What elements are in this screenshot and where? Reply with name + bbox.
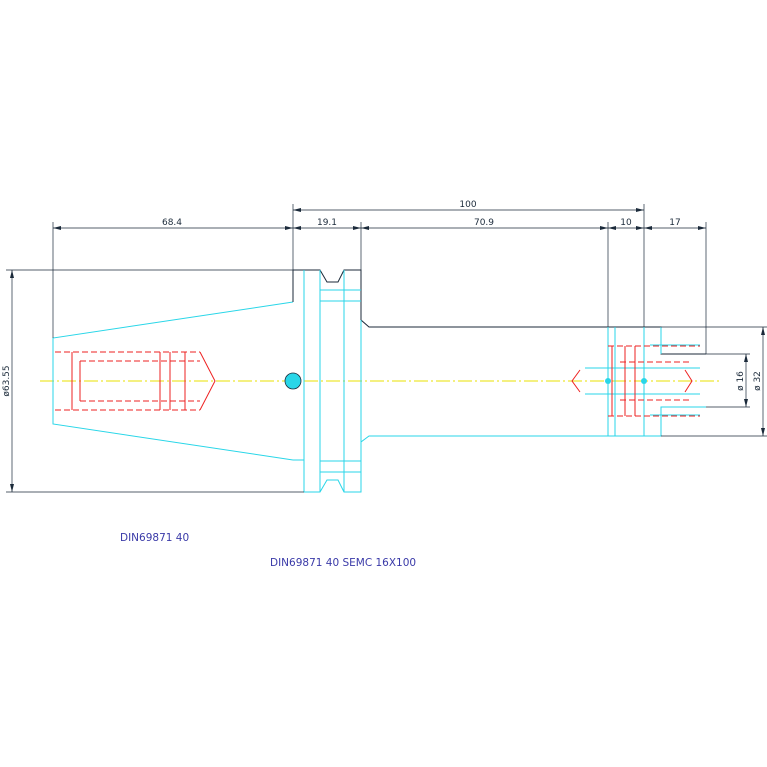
dimension-100-label: 100 (459, 200, 476, 210)
dimension-100: 100 (292, 200, 645, 327)
nose-center-marker (641, 378, 647, 384)
dimension-10: 10 (608, 218, 644, 230)
dimension-19-1: 19.1 (293, 218, 362, 270)
nose-section (571, 345, 700, 417)
drawing-sheet (0, 201, 767, 566)
part-number-label: DIN69871 40 SEMC 16X100 (270, 557, 416, 569)
dimension-nose-diameter-label: ø 32 (753, 371, 763, 391)
dimension-nose-diameter: ø 32 (661, 326, 767, 437)
dimension-bore-diameter-label: ø 16 (736, 371, 746, 391)
dimension-flange-diameter-label: ø63.55 (2, 365, 12, 396)
dimension-70-9-label: 70.9 (474, 218, 494, 228)
gauge-point-marker (285, 373, 301, 389)
dimension-70-9: 70.9 (361, 218, 609, 327)
dimension-68-4: 68.4 (52, 218, 293, 338)
dimension-19-1-label: 19.1 (317, 218, 337, 228)
flange (292, 269, 608, 493)
collet-center-marker (605, 378, 611, 384)
dimension-17: 17 (644, 218, 707, 354)
dimension-flange-diameter: ø63.55 (2, 269, 304, 493)
taper-bore-section (55, 351, 216, 411)
dimension-17-label: 17 (669, 218, 680, 228)
dimension-68-4-label: 68.4 (162, 218, 182, 228)
dimension-10-label: 10 (620, 218, 632, 228)
dimension-bore-diameter: ø 16 (706, 353, 750, 408)
standard-label: DIN69871 40 (120, 532, 189, 544)
